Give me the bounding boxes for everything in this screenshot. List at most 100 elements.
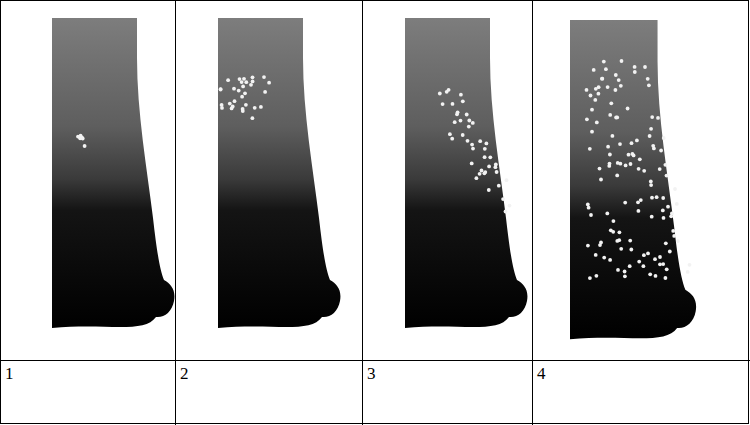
calcification-dot [244, 80, 248, 84]
calcification-dot [670, 212, 674, 216]
calcification-dot [83, 144, 87, 148]
calcification-dot [487, 165, 491, 169]
calcification-dot [614, 73, 618, 77]
calcification-dot [453, 120, 457, 124]
calcification-dot [483, 147, 487, 151]
calcification-dot [494, 163, 498, 167]
calcification-dot [671, 229, 675, 233]
calcification-dot [602, 256, 606, 260]
calcification-dot [471, 121, 475, 125]
calcification-dot [605, 212, 609, 216]
calcification-dot [618, 230, 622, 234]
breast-silhouettes [52, 18, 696, 339]
calcification-dot [650, 115, 654, 119]
calcification-dot [475, 176, 479, 180]
calcification-dot [619, 247, 623, 251]
calcification-dot [450, 137, 454, 141]
calcification-dot [598, 167, 602, 171]
calcification-dot [242, 77, 246, 81]
calcification-dot [623, 201, 627, 205]
calcification-dot [633, 70, 637, 74]
calcification-dot [615, 239, 619, 243]
calcification-dot [80, 136, 84, 140]
panel-number: 2 [180, 364, 189, 384]
calcification-dot [497, 184, 501, 188]
calcification-dot [602, 60, 606, 64]
calcification-dot [623, 274, 627, 278]
calcification-dot [597, 92, 601, 96]
calcification-dot [259, 105, 263, 109]
calcification-dot [619, 84, 623, 88]
calcification-dot [501, 197, 505, 201]
calcification-dot [658, 255, 662, 259]
calcification-dot [616, 268, 620, 272]
calcification-dot [249, 83, 253, 87]
calcification-dot [595, 274, 599, 278]
calcification-dot [483, 171, 487, 175]
calcification-dot [636, 200, 640, 204]
calcification-dot [600, 77, 604, 81]
calcification-dot [630, 141, 634, 145]
calcification-dot [478, 172, 482, 176]
breast-silhouette [52, 18, 174, 328]
panel-number: 4 [537, 364, 546, 384]
calcification-dot [642, 264, 646, 268]
calcification-dot [251, 116, 255, 120]
calcification-dot [585, 88, 589, 92]
calcification-dot [461, 133, 465, 137]
calcification-dot [665, 174, 669, 178]
calcification-dot [588, 147, 592, 151]
calcification-dot [505, 178, 509, 182]
calcification-dot [614, 88, 618, 92]
calcification-dot [495, 170, 499, 174]
calcification-dot [650, 215, 654, 219]
calcification-dot [655, 195, 659, 199]
calcification-dot [589, 213, 593, 217]
calcification-dot [487, 188, 491, 192]
calcification-dot [597, 85, 601, 89]
calcification-dot [637, 209, 641, 213]
calcification-dot [237, 89, 241, 93]
calcification-dot [231, 105, 235, 109]
calcification-dot [668, 250, 672, 254]
calcification-dot [643, 65, 647, 69]
calcification-dot [466, 139, 470, 143]
calcification-dot [461, 99, 465, 103]
calcification-dot [226, 78, 230, 82]
calcification-dot [675, 202, 679, 206]
breast-silhouette [405, 18, 527, 328]
calcification-dot [666, 205, 670, 209]
calcification-dot [267, 81, 271, 85]
calcification-dot [629, 248, 633, 252]
calcification-dot [659, 149, 663, 153]
calcification-dot [646, 252, 650, 256]
calcification-dot [628, 239, 632, 243]
calcification-dot [483, 155, 487, 159]
calcification-dot [612, 219, 616, 223]
calcification-dot [586, 203, 590, 207]
calcification-dot [615, 174, 619, 178]
calcification-dot [604, 67, 608, 71]
calcification-dot [637, 167, 641, 171]
calcification-dot [586, 244, 590, 248]
calcification-dot [467, 125, 471, 129]
calcification-dot [590, 130, 594, 134]
calcification-dot [465, 113, 469, 117]
calcification-dot [504, 210, 508, 214]
calcification-dot [595, 121, 599, 125]
calcification-dot [617, 78, 621, 82]
calcification-dot [648, 134, 652, 138]
calcification-dot [606, 145, 610, 149]
breast-silhouette [218, 18, 340, 328]
calcification-dot [459, 93, 463, 97]
calcification-dot [611, 134, 615, 138]
calcification-dot [627, 153, 631, 157]
calcification-dot [637, 260, 641, 264]
calcification-dot [585, 117, 589, 121]
calcification-dot [589, 94, 593, 98]
calcification-dot [219, 88, 223, 92]
calcification-dot [652, 147, 656, 151]
calcification-dot [228, 102, 232, 106]
calcification-dot [649, 180, 653, 184]
